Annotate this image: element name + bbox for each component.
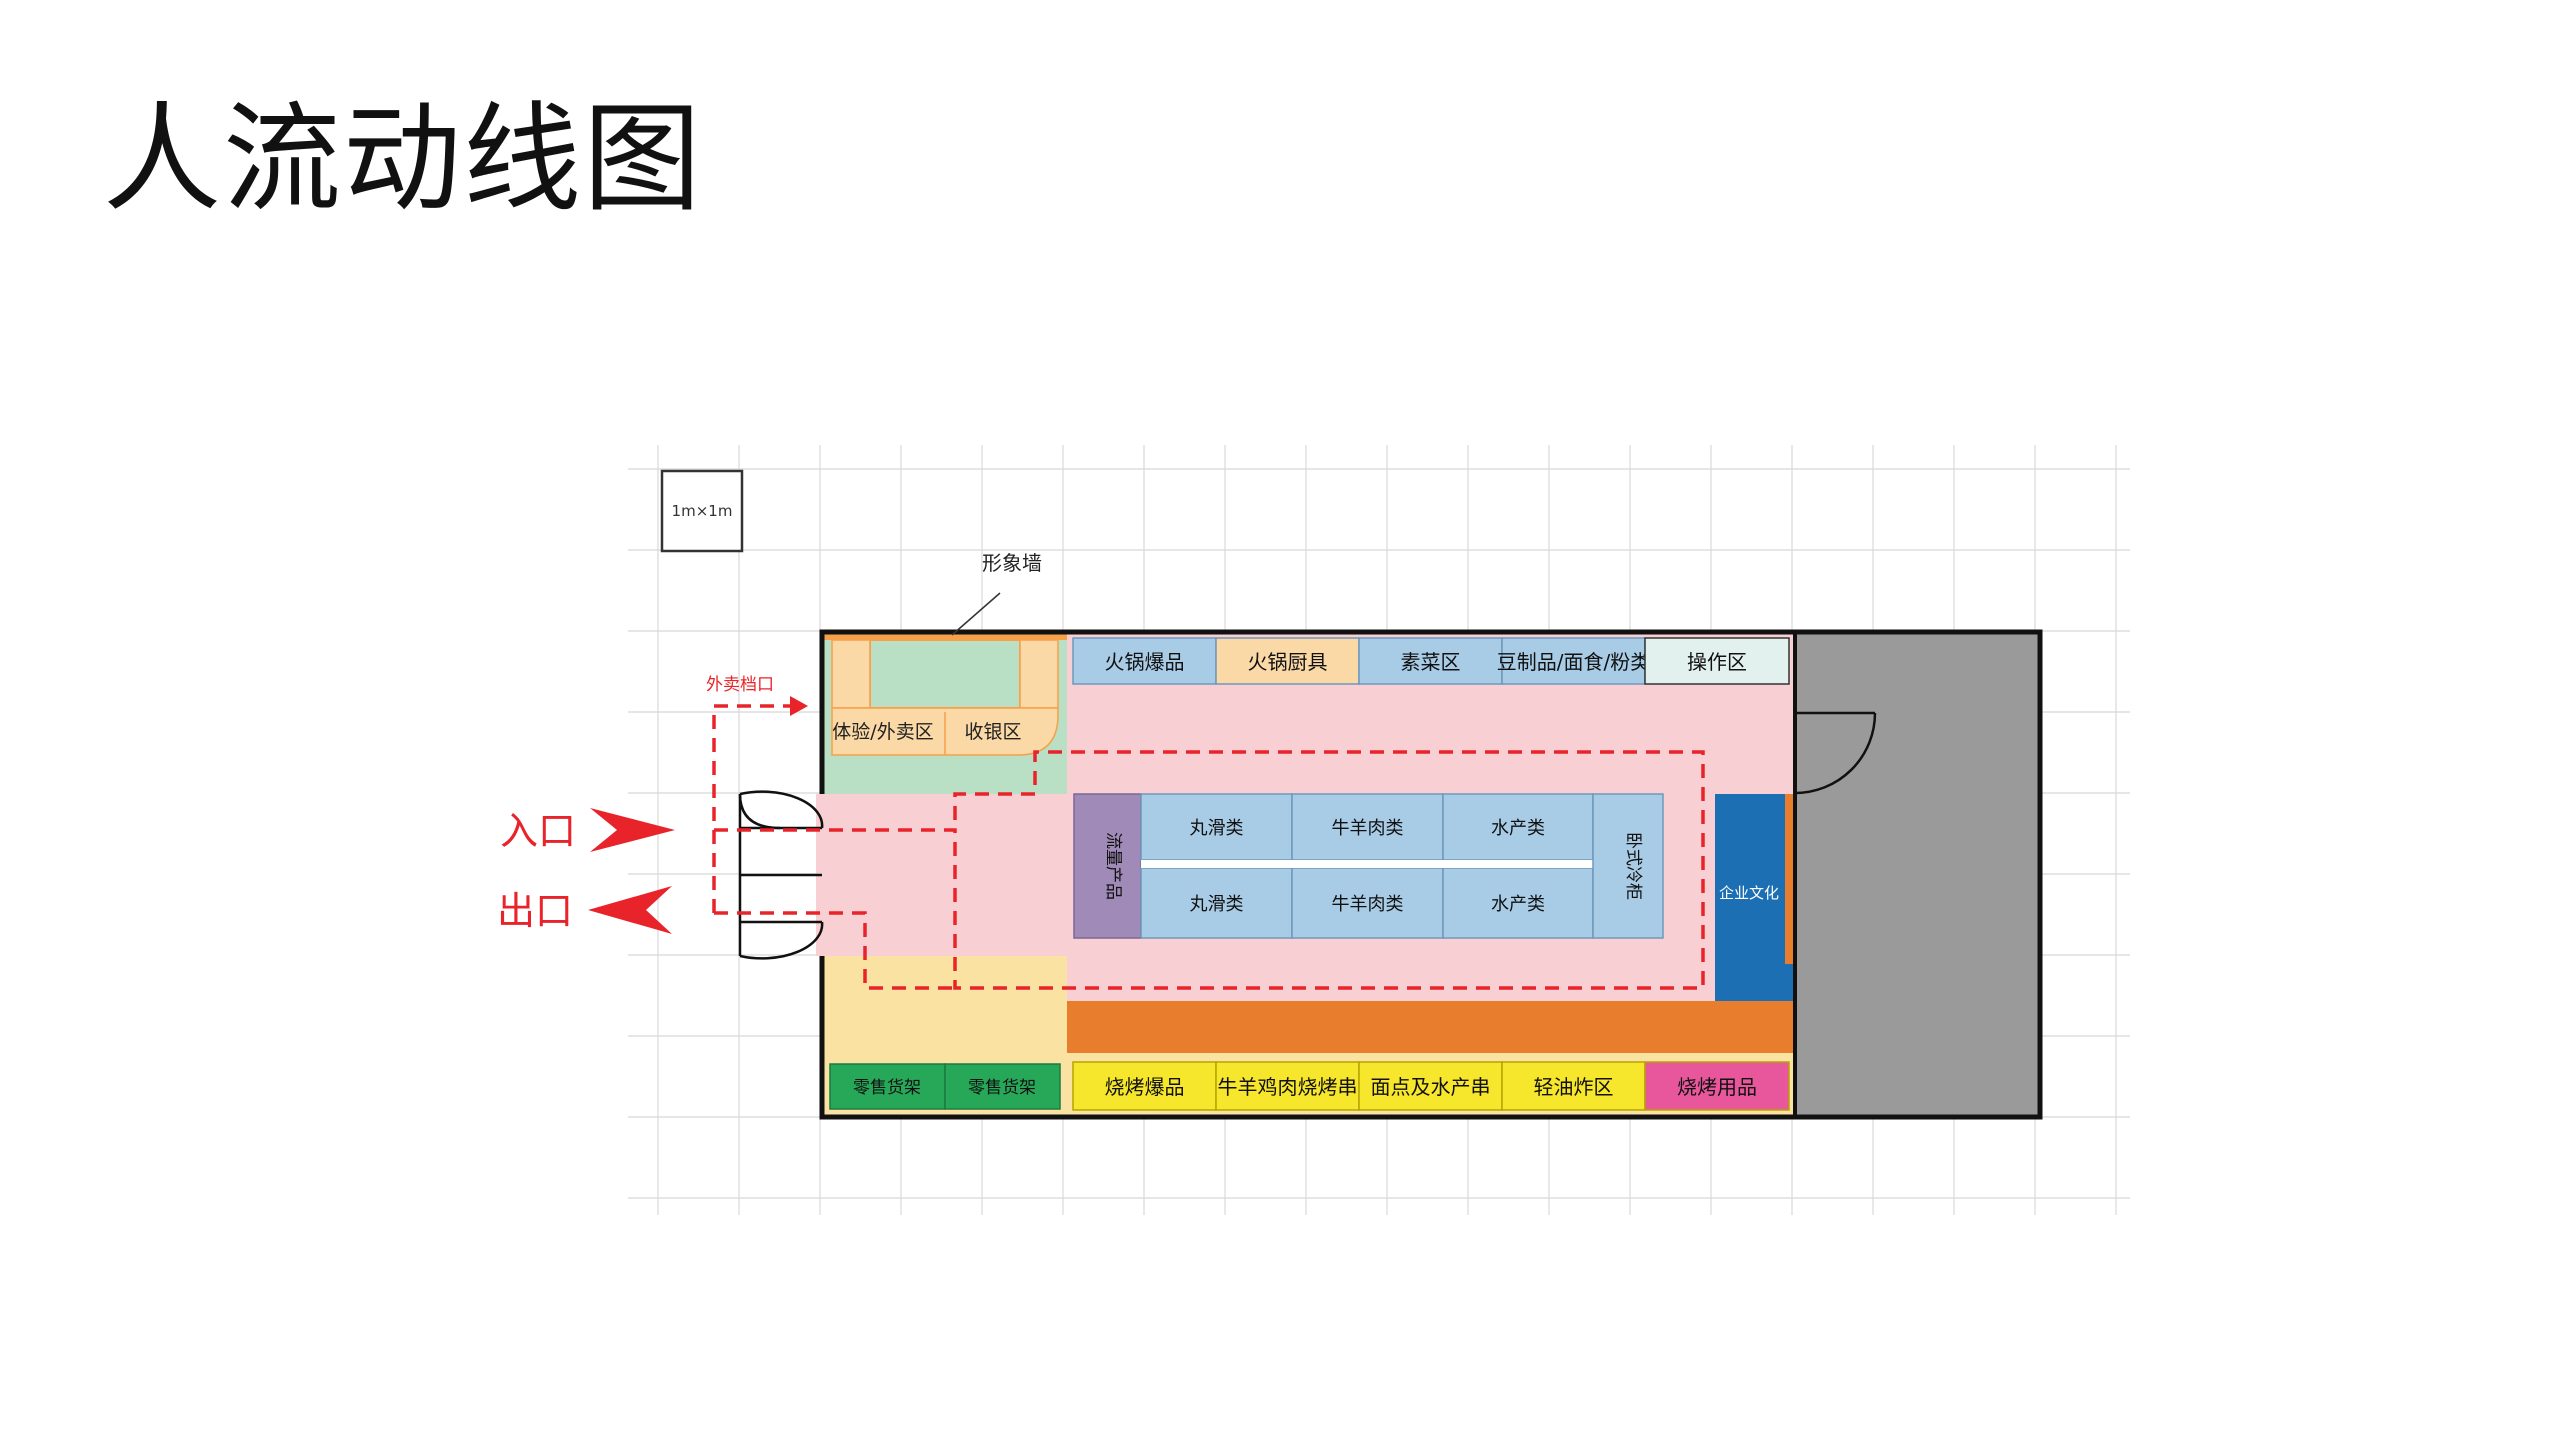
storage-door [1794, 711, 1877, 795]
freezer-cell-label: 牛羊肉类 [1332, 818, 1404, 839]
bottom-shelf-row: 烧烤爆品 牛羊鸡肉烧烤串面点及水产串 轻油炸区 烧烤用品 [1072, 1061, 1790, 1111]
retail-shelf-1-label: 零售货架 [853, 1078, 921, 1098]
freezer-cell [1140, 793, 1293, 861]
bottom-shelf-label: 面点及水产串 [1371, 1075, 1491, 1099]
top-shelf-label: 素菜区 [1401, 650, 1461, 674]
takeout-window-label: 外卖档口 [706, 675, 774, 695]
top-shelf-label: 火锅厨具 [1248, 650, 1328, 674]
page-title: 人流动线图 [103, 90, 704, 228]
freezer-cell-label: 牛羊肉类 [1332, 894, 1404, 915]
freezer-row-bottom: 丸滑类 牛羊肉类 水产类 [1140, 867, 1594, 939]
freezer-cell [1291, 867, 1444, 939]
trending-products-display [1073, 793, 1142, 939]
scale-legend: 1m×1m [660, 469, 744, 553]
experience-takeout-label: 体验/外卖区 [832, 721, 933, 743]
exit-arrow [588, 886, 672, 934]
vertical-freezer [1592, 793, 1664, 939]
freezer-cell-label: 丸滑类 [1190, 818, 1244, 839]
top-shelf-label: 豆制品/面食/粉类 [1497, 650, 1650, 674]
trending-products-label: 流量产品 [1103, 832, 1123, 900]
image-wall-counter [869, 639, 1021, 709]
counter-right-post [1019, 639, 1059, 709]
image-wall-label: 形象墙 [982, 551, 1042, 575]
freezer-row-top: 丸滑类 牛羊肉类 水产类 [1140, 793, 1594, 861]
entrance-arrow [590, 808, 675, 852]
storage-area [1795, 632, 2040, 1117]
top-shelf-label: 操作区 [1687, 650, 1747, 674]
orange-band [1067, 1001, 1795, 1053]
entrance-label: 入口 [500, 809, 576, 853]
image-wall-leader [951, 592, 1001, 636]
scale-label: 1m×1m [672, 502, 733, 520]
counter-left-post [831, 639, 871, 709]
entrance-doors [738, 790, 824, 960]
takeout-arrowhead [790, 696, 808, 716]
bottom-shelf-label: 烧烤用品 [1677, 1075, 1757, 1099]
freezer-divider [1141, 860, 1593, 868]
bottom-shelf-1 [1072, 1061, 1217, 1111]
freezer-cell [1442, 793, 1594, 861]
retail-shelf-2 [944, 1063, 1061, 1110]
people-flow-path [712, 704, 1705, 990]
bottom-shelf-2 [1215, 1061, 1360, 1111]
freezer-cell [1291, 793, 1444, 861]
enterprise-culture-label: 企业文化 [1719, 884, 1779, 902]
cashier-label: 收银区 [964, 721, 1021, 743]
bottom-shelf-3 [1358, 1061, 1503, 1111]
exit-label: 出口 [497, 889, 573, 933]
freezer-cell-label: 水产类 [1491, 818, 1545, 839]
vertical-freezer-label: 卧式冷柜 [1623, 832, 1643, 900]
top-shelf-row: 火锅爆品 火锅厨具 素菜区 豆制品/面食/粉类 操作区 [1072, 637, 1790, 685]
freezer-cell-label: 丸滑类 [1190, 894, 1244, 915]
bottom-shelf-label: 牛羊鸡肉烧烤串 [1218, 1075, 1358, 1099]
top-shelf-2 [1215, 637, 1360, 685]
top-shelf-1 [1072, 637, 1217, 685]
pink-corridor-entrance [822, 794, 1067, 956]
bottom-shelf-label: 轻油炸区 [1534, 1075, 1614, 1099]
bottom-shelf-5 [1644, 1061, 1790, 1111]
retail-shelf-2-label: 零售货架 [968, 1078, 1036, 1098]
top-shelf-5 [1644, 637, 1790, 685]
bottom-shelf-4 [1501, 1061, 1646, 1111]
enterprise-culture-zone [1715, 794, 1795, 1001]
freezer-cell-label: 水产类 [1491, 894, 1545, 915]
bottom-shelf-label: 烧烤爆品 [1105, 1075, 1185, 1099]
top-shelf-label: 火锅爆品 [1105, 650, 1185, 674]
